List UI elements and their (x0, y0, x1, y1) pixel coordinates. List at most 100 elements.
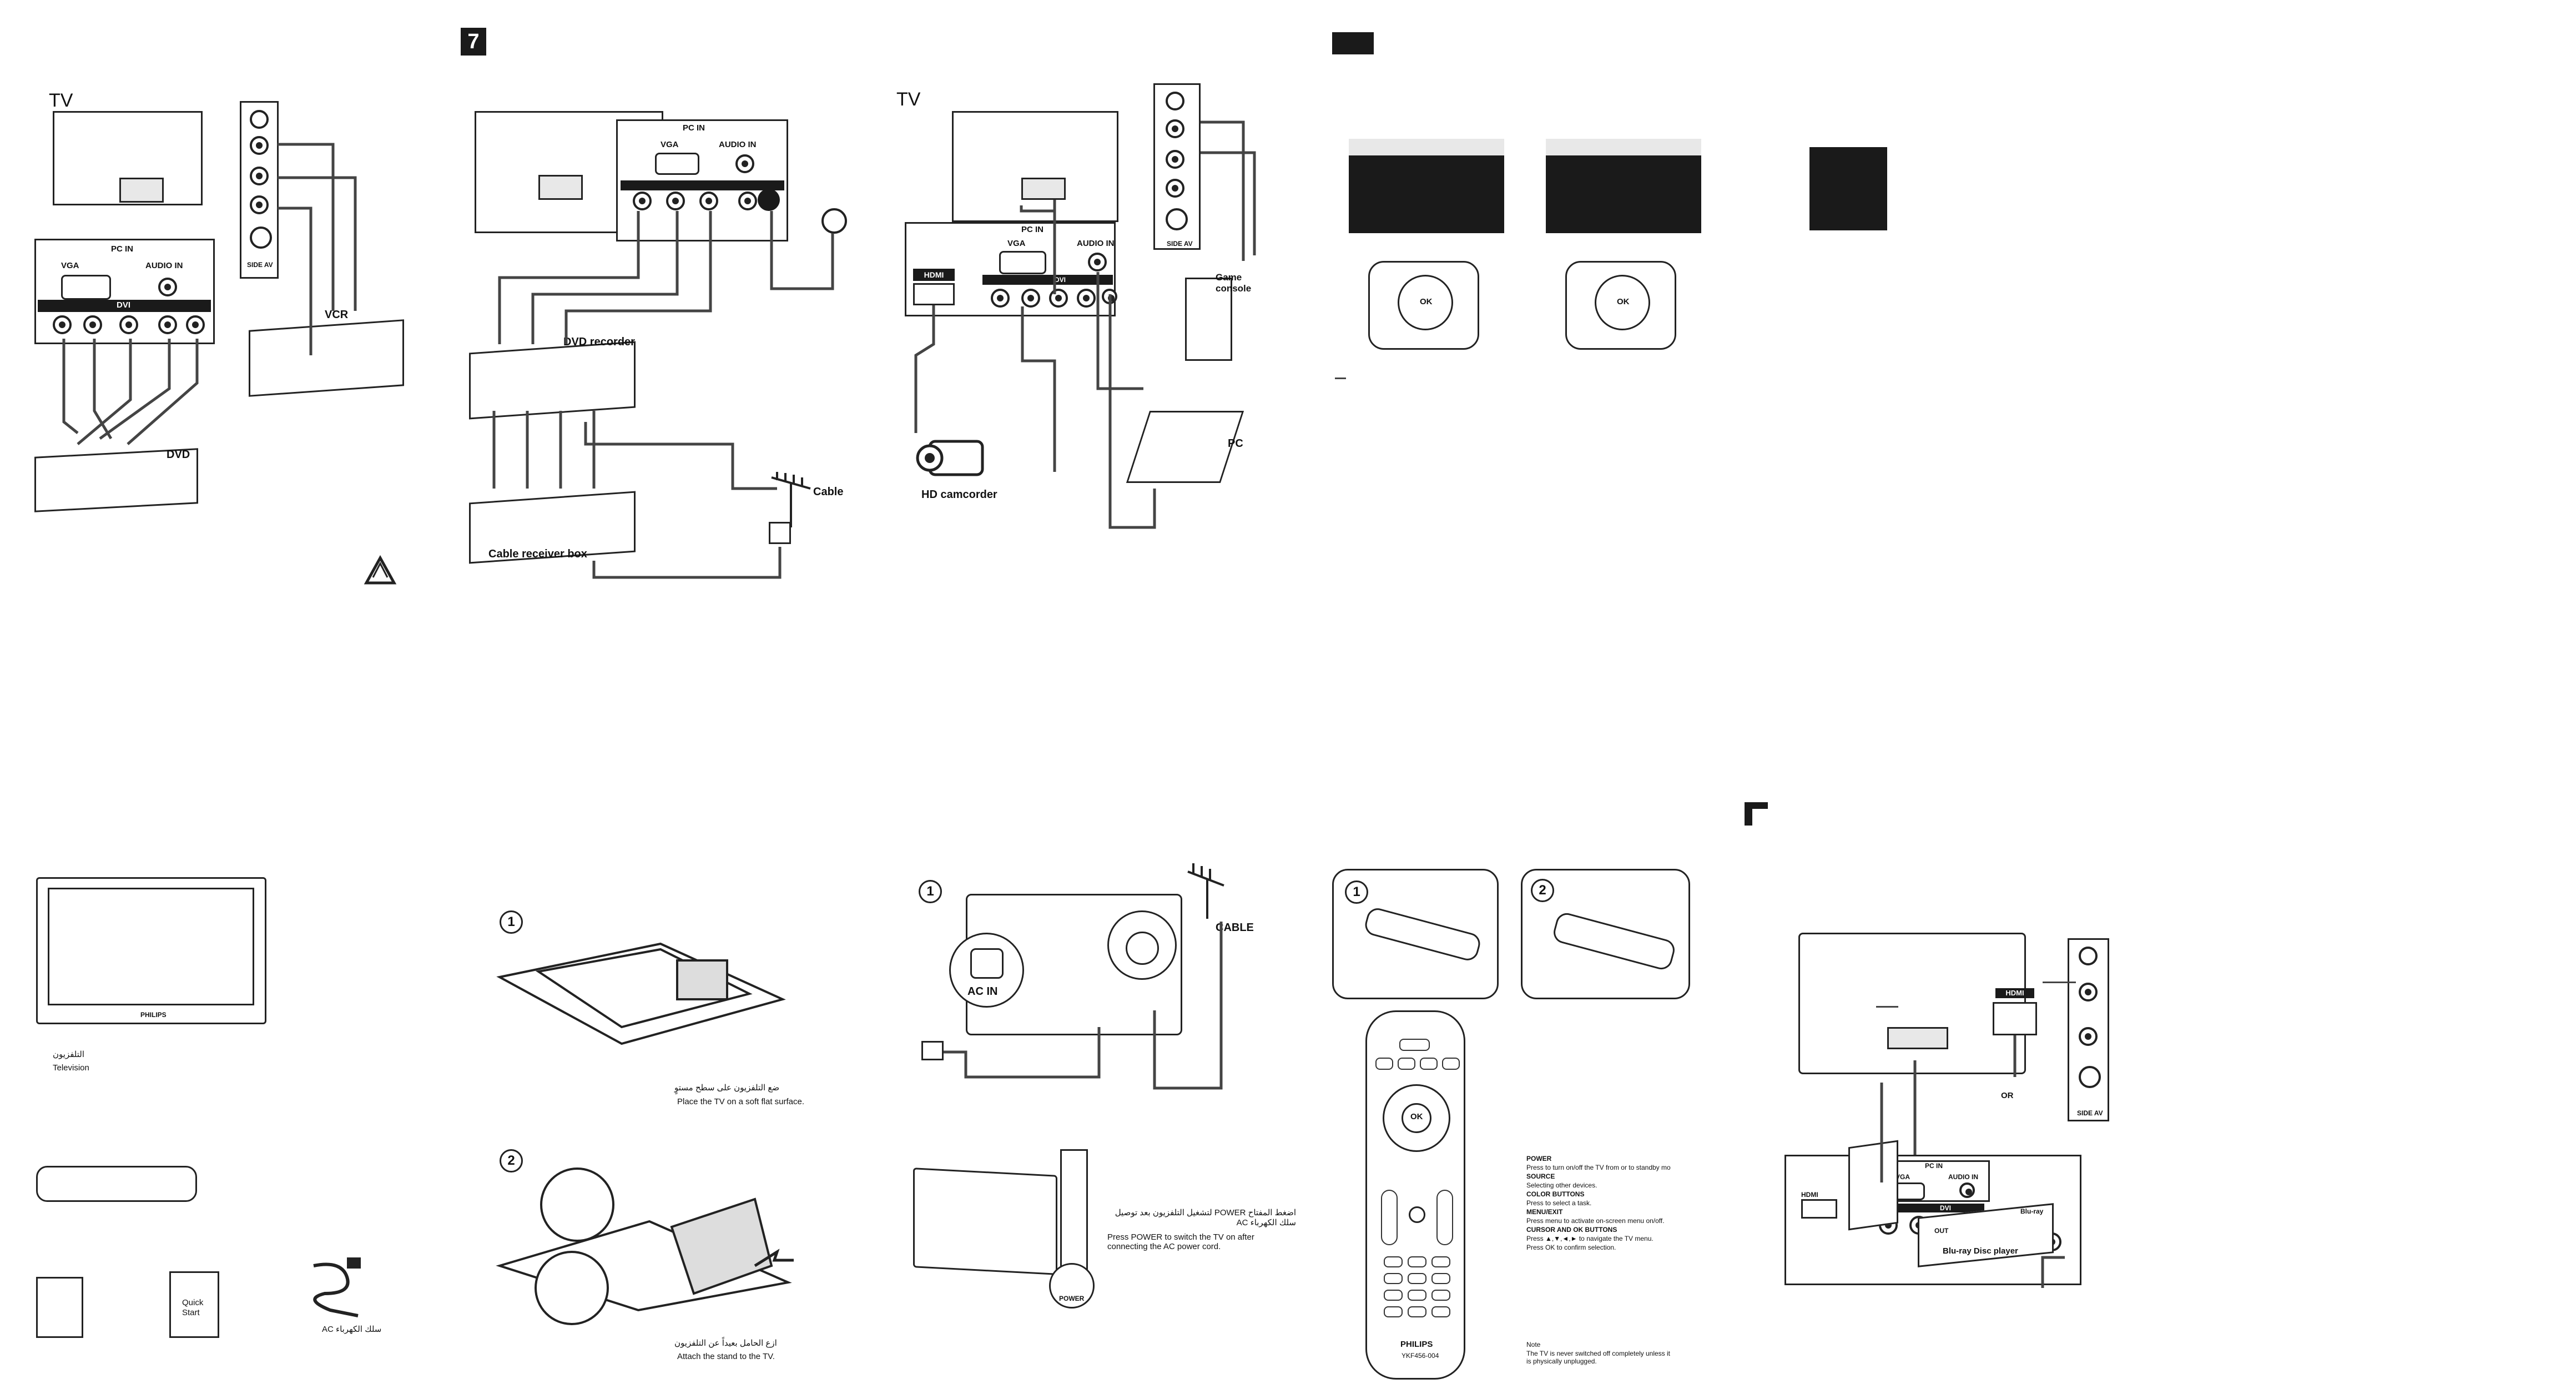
antenna-icon (771, 472, 811, 527)
power-cables (944, 922, 1223, 1090)
component-audio-port (738, 192, 757, 210)
remote-digit-key[interactable] (1384, 1256, 1403, 1267)
component-pb-port (666, 192, 685, 210)
remote-digit-key[interactable] (1431, 1290, 1450, 1301)
remote-key[interactable] (1420, 1058, 1438, 1070)
remote-digit-key[interactable] (1408, 1290, 1426, 1301)
remote-digit-key[interactable] (1384, 1306, 1403, 1317)
remote-vol-rocker[interactable] (1381, 1190, 1398, 1245)
remote-ok-label: OK (1410, 1112, 1423, 1121)
side-av-video-port (1166, 179, 1184, 198)
pc-label: PC (1228, 437, 1243, 450)
remote-key[interactable] (1442, 1058, 1460, 1070)
antenna-socket (1126, 932, 1159, 965)
stand-illustration (36, 1166, 197, 1202)
hd-camcorder-icon (916, 440, 984, 476)
cable-label: CABLE (1216, 922, 1254, 934)
dvi-label: DVI (1940, 1204, 1952, 1212)
remote-digit-key[interactable] (1408, 1273, 1426, 1284)
color-text: Press to select a task. (1526, 1199, 1592, 1207)
component-pr-port (1049, 289, 1068, 308)
component-pb-port (83, 315, 102, 334)
source-heading: SOURCE (1526, 1172, 1555, 1180)
side-av-audio-port (1166, 119, 1184, 138)
component-y-port (633, 192, 652, 210)
dvi-bar (982, 275, 1113, 285)
battery-step-2-box: 2 (1521, 869, 1690, 999)
remote-digit-key[interactable] (1431, 1273, 1450, 1284)
quick-start-guide: Quick Start (169, 1271, 219, 1338)
remote-power-key[interactable] (1399, 1039, 1430, 1051)
cable-receiver-label: Cable receiver box (488, 548, 587, 560)
tv-front-illustration (913, 1167, 1057, 1275)
remote-nav-ring[interactable] (1383, 1084, 1450, 1152)
hdmi-cable-zoom (1993, 1002, 2037, 1035)
vga-label: VGA (61, 261, 79, 270)
remote-key[interactable] (1398, 1058, 1415, 1070)
ok-label: OK (1617, 297, 1630, 306)
tv-label: TV (896, 89, 921, 110)
hdmi-port (913, 283, 955, 305)
remote-key[interactable] (1375, 1058, 1393, 1070)
remote-digit-key[interactable] (1384, 1290, 1403, 1301)
remote-digit-key[interactable] (1384, 1273, 1403, 1284)
step-2-badge: 2 (1531, 879, 1554, 902)
panel-power: 1 AC IN CABLE POWER اضغط المفتاح POWER ل… (888, 700, 1332, 1399)
tv-rear-ports (119, 178, 164, 203)
remote-digit-key[interactable] (1408, 1256, 1426, 1267)
panel-connect-bluray: SIDE AV PC IN VGA AUDIO IN HDMI DVI HDMI… (1745, 700, 2576, 1399)
side-av-label: SIDE AV (247, 261, 273, 269)
audio-in-port (735, 154, 754, 173)
side-control-strip (1060, 1149, 1088, 1271)
tv-rear-ports (1887, 1027, 1948, 1049)
dvi-bar (1871, 1204, 1984, 1212)
warning-icon: ! (1166, 519, 1182, 536)
side-av-strip (240, 101, 279, 279)
panel-connect-hd: TV SIDE AV HDMI PC IN VGA AUDIO IN DVI G… (888, 0, 1332, 700)
out-label: OUT (1934, 1227, 1949, 1235)
game-console-label: Game console (1216, 272, 1252, 294)
menu-header-bar (1349, 139, 1504, 155)
side-av-svideo-port (2079, 1066, 2101, 1088)
remote-digit-key[interactable] (1431, 1256, 1450, 1267)
quick-start-text-b: Start (182, 1308, 200, 1317)
vga-label: VGA (1007, 239, 1026, 248)
wall-antenna-socket (821, 208, 847, 234)
component-audio-r-port (186, 315, 205, 334)
cable-label: Cable (813, 486, 844, 498)
remote-digit-key[interactable] (1431, 1306, 1450, 1317)
menu-heading: MENU/EXIT (1526, 1208, 1563, 1216)
component-pr-port (119, 315, 138, 334)
vga-port (61, 275, 111, 300)
side-av-headphone-port (1166, 92, 1184, 110)
remote-ok-key[interactable] (1402, 1103, 1431, 1133)
battery-step-1-box: 1 (1332, 869, 1499, 999)
section-badge-cap (1745, 802, 1768, 809)
side-av-audio-port (2079, 983, 2098, 1002)
source-text: Selecting other devices. (1526, 1181, 1597, 1189)
television-en: Television (53, 1063, 89, 1073)
remote-mute-key[interactable] (1409, 1206, 1425, 1223)
side-av-svideo-port (250, 227, 272, 249)
power-heading: POWER (1526, 1155, 1552, 1163)
note-heading: Note (1526, 1341, 1541, 1348)
ac-cord-ar: سلك الكهرباء AC (322, 1325, 382, 1334)
side-av-headphone-port (250, 110, 269, 129)
cursor-text: Press ▲,▼,◄,► to navigate the TV menu. (1526, 1235, 1654, 1242)
section-7-badge: 7 (461, 28, 486, 56)
dvd-label: DVD (167, 449, 190, 461)
vcr-label: VCR (325, 309, 349, 321)
component-audio-port (1077, 289, 1096, 308)
remote-open-illustration (1551, 910, 1677, 972)
menu-screen-2 (1546, 139, 1701, 233)
remote-ch-rocker[interactable] (1436, 1190, 1453, 1245)
panel-remote: 1 2 OK PHILIPS YKF456-004 POWER Press t (1332, 700, 1776, 1399)
side-av-audio-r-port (1166, 150, 1184, 169)
pc-in-label: PC IN (1021, 225, 1044, 234)
tv-brand: PHILIPS (140, 1011, 167, 1019)
power-en: Press POWER to switch the TV on after co… (1107, 1232, 1254, 1251)
remote-nav-diagram-2: OK (1565, 261, 1676, 350)
antenna-icon (1187, 863, 1224, 919)
remote-digit-key[interactable] (1408, 1306, 1426, 1317)
step-1-badge: 1 (500, 910, 523, 934)
